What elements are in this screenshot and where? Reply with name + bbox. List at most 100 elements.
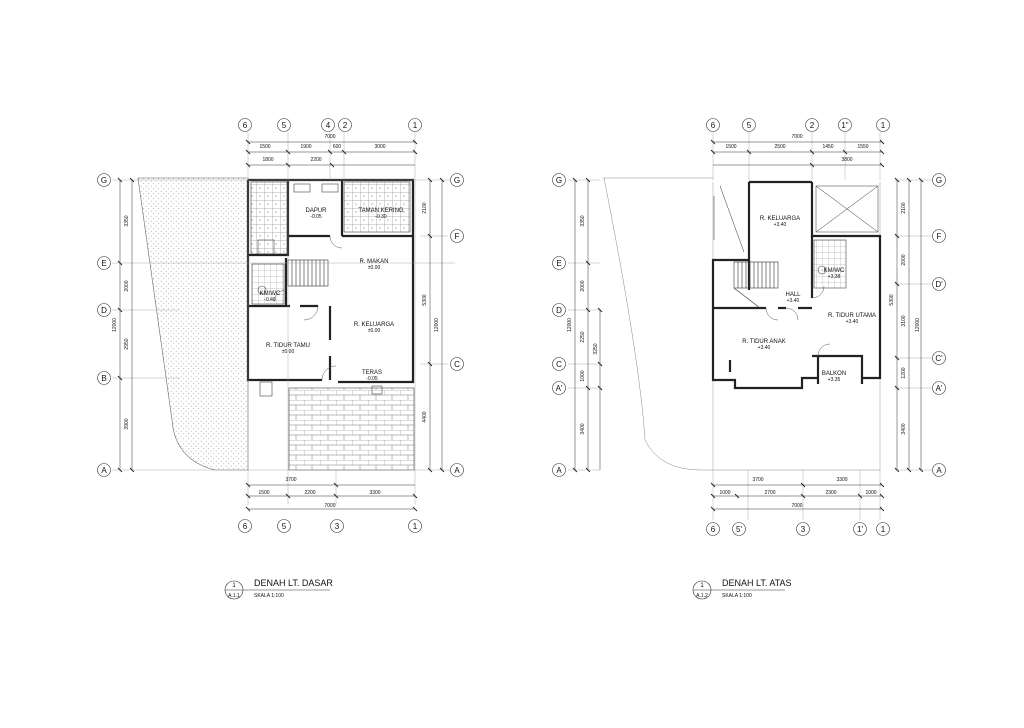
room-name: R. MAKAN bbox=[359, 259, 388, 265]
plan-scale: SKALA 1:100 bbox=[254, 593, 284, 599]
ground-doors bbox=[273, 235, 343, 381]
room-name: DAPUR bbox=[305, 208, 327, 214]
bathroom-tile bbox=[251, 263, 285, 305]
upper-dim-ticks bbox=[572, 139, 924, 512]
dim-label: 1000 bbox=[865, 490, 876, 496]
ground-grid-labels: 6 5 4 2 1 6 5 3 1 G E D B A G F C A bbox=[101, 121, 460, 531]
grid-label: E bbox=[556, 259, 561, 268]
dim-label: 1450 bbox=[822, 144, 833, 150]
dim-label: 5300 bbox=[422, 294, 428, 305]
room-name: R. KELUARGA bbox=[760, 216, 800, 222]
ground-title-block: 1 A.1.1 DENAH LT. DASAR SKALA 1:100 bbox=[224, 578, 333, 600]
dim-label: 2200 bbox=[304, 490, 315, 496]
dim-label: 12000 bbox=[915, 318, 921, 332]
dim-label: 4400 bbox=[422, 411, 428, 422]
grid-label: D bbox=[101, 306, 107, 315]
upper-toilet bbox=[817, 265, 827, 275]
kitchen-side-hatch bbox=[250, 181, 288, 255]
dim-label: 1200 bbox=[901, 367, 907, 378]
room-level: +3.40 bbox=[787, 298, 800, 304]
grid-label: 3 bbox=[335, 522, 340, 531]
upper-dim-lines bbox=[574, 141, 922, 510]
dim-label: 2500 bbox=[774, 144, 785, 150]
dim-label: 2950 bbox=[124, 338, 130, 349]
grid-label: G bbox=[556, 176, 562, 185]
grid-label: G bbox=[454, 176, 460, 185]
dim-label: 3300 bbox=[836, 477, 847, 483]
room-name: R. TIDUR UTAMA bbox=[828, 313, 876, 319]
dry-garden-hatch bbox=[343, 181, 411, 233]
grid-label: 1 bbox=[881, 525, 886, 534]
dim-label: 3400 bbox=[901, 423, 907, 434]
dim-label: 12000 bbox=[112, 318, 118, 332]
upper-title-block: 1 A.1.2 DENAH LT. ATAS SKALA 1:100 bbox=[692, 578, 792, 600]
dim-label: 3350 bbox=[580, 215, 586, 226]
ground-stairs bbox=[287, 259, 329, 287]
dim-label: 2000 bbox=[580, 280, 586, 291]
room-name: KM/WC bbox=[824, 268, 845, 274]
room-level: -0.05 bbox=[310, 214, 322, 220]
room-level: ±0.00 bbox=[368, 328, 381, 334]
plan-title: DENAH LT. ATAS bbox=[722, 578, 792, 588]
dim-label: 12000 bbox=[567, 318, 573, 332]
grid-label: A bbox=[556, 466, 562, 475]
grid-label: E bbox=[101, 259, 106, 268]
dim-label: 1000 bbox=[580, 370, 586, 381]
ground-outline bbox=[603, 177, 880, 471]
dim-label: 2250 bbox=[580, 331, 586, 342]
dim-label: 3900 bbox=[124, 418, 130, 429]
ground-axis-lines bbox=[112, 132, 455, 505]
upper-axis-lines bbox=[568, 132, 935, 520]
grid-label: 5 bbox=[282, 121, 287, 130]
grid-label: A bbox=[936, 466, 942, 475]
ground-floor-plan: DAPUR -0.05 TAMAN KERING -0.30 R. MAKAN … bbox=[97, 118, 464, 600]
grid-label: G bbox=[101, 176, 107, 185]
dim-label: 7000 bbox=[324, 134, 335, 140]
dim-label: 2200 bbox=[310, 157, 321, 163]
grid-label: D' bbox=[935, 280, 943, 289]
ground-outline-sides bbox=[712, 182, 881, 470]
upper-void bbox=[713, 185, 879, 253]
grid-label: A bbox=[454, 466, 460, 475]
room-level: +3.38 bbox=[828, 274, 841, 280]
room-level: +3.35 bbox=[828, 377, 841, 383]
sheet-number: 1 bbox=[700, 583, 704, 589]
dim-label: 2300 bbox=[825, 490, 836, 496]
grid-label: 1" bbox=[841, 121, 848, 130]
grid-label: C bbox=[454, 360, 460, 369]
dim-label: 12000 bbox=[434, 318, 440, 332]
dim-label: 2100 bbox=[422, 202, 428, 213]
grid-label: C' bbox=[935, 354, 943, 363]
grid-label: 2 bbox=[810, 121, 815, 130]
room-name: BALKON bbox=[822, 371, 846, 377]
garden-hatch bbox=[137, 177, 249, 471]
terrace-drain bbox=[371, 385, 383, 395]
dim-label: 3250 bbox=[593, 343, 599, 354]
room-level: ±0.00 bbox=[368, 265, 381, 271]
kitchen-counter bbox=[293, 183, 311, 193]
upper-walls bbox=[711, 180, 882, 390]
grid-label: 1 bbox=[413, 522, 418, 531]
room-level: -0.30 bbox=[375, 214, 387, 220]
dim-label: 5300 bbox=[889, 294, 895, 305]
plan-title: DENAH LT. DASAR bbox=[254, 578, 333, 588]
dim-label: 1000 bbox=[719, 490, 730, 496]
upper-doors bbox=[765, 285, 831, 357]
grid-label: G bbox=[936, 176, 942, 185]
room-name: KM/WC bbox=[260, 291, 281, 297]
dim-label: 1500 bbox=[725, 144, 736, 150]
dim-label: 3000 bbox=[374, 144, 385, 150]
grid-label: 6 bbox=[711, 525, 716, 534]
terrace-paving bbox=[288, 387, 415, 471]
dim-label: 7000 bbox=[791, 134, 802, 140]
room-level: -0.40 bbox=[264, 297, 276, 303]
grid-label: A' bbox=[556, 384, 563, 393]
dim-label: 1900 bbox=[300, 144, 311, 150]
sheet-number: 1 bbox=[232, 583, 236, 589]
grid-label: 5 bbox=[282, 522, 287, 531]
room-level: +3.40 bbox=[774, 222, 787, 228]
room-name: R. KELUARGA bbox=[354, 322, 394, 328]
dim-label: 7000 bbox=[324, 503, 335, 509]
upper-bath-tile bbox=[813, 239, 847, 289]
grid-label: 6 bbox=[243, 522, 248, 531]
